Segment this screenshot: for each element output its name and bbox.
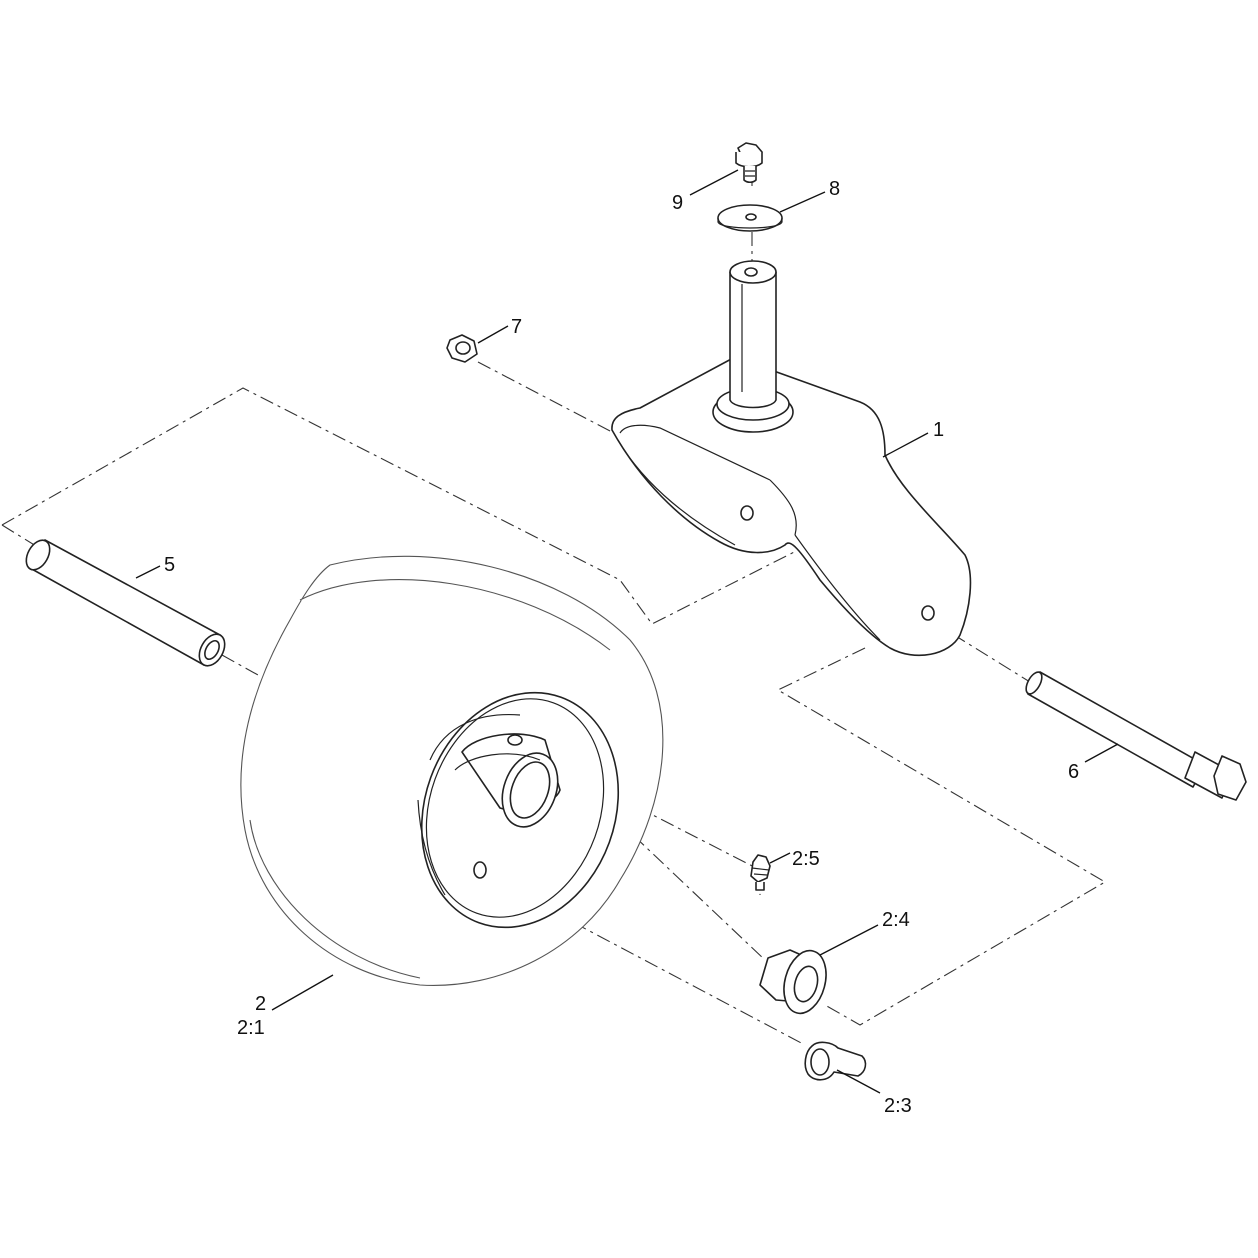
axle-bolt (1025, 671, 1247, 801)
flange-bearing (759, 949, 827, 1015)
callout-9: 9 (672, 192, 683, 214)
hex-nut (446, 334, 478, 363)
spacer-tube (25, 539, 226, 667)
callout-2-5: 2:5 (792, 848, 820, 870)
callout-labels: 9 8 7 1 5 6 2:5 2:4 2 2:1 2:3 (164, 178, 1079, 1117)
callout-8: 8 (829, 178, 840, 200)
wheel-tire-assembly (240, 555, 664, 986)
callout-5: 5 (164, 554, 175, 576)
flange-bolt (735, 142, 763, 184)
grease-fitting (750, 854, 771, 891)
callout-2: 2 (255, 993, 266, 1015)
leader-lines (135, 169, 1119, 1094)
callout-2-3: 2:3 (884, 1095, 912, 1117)
callout-2-1: 2:1 (237, 1017, 265, 1039)
callout-7: 7 (511, 316, 522, 338)
callout-2-4: 2:4 (882, 909, 910, 931)
callout-1: 1 (933, 419, 944, 441)
valve-stem (804, 1041, 867, 1081)
callout-6: 6 (1068, 761, 1079, 783)
caster-fork (611, 260, 972, 657)
washer (717, 204, 783, 232)
